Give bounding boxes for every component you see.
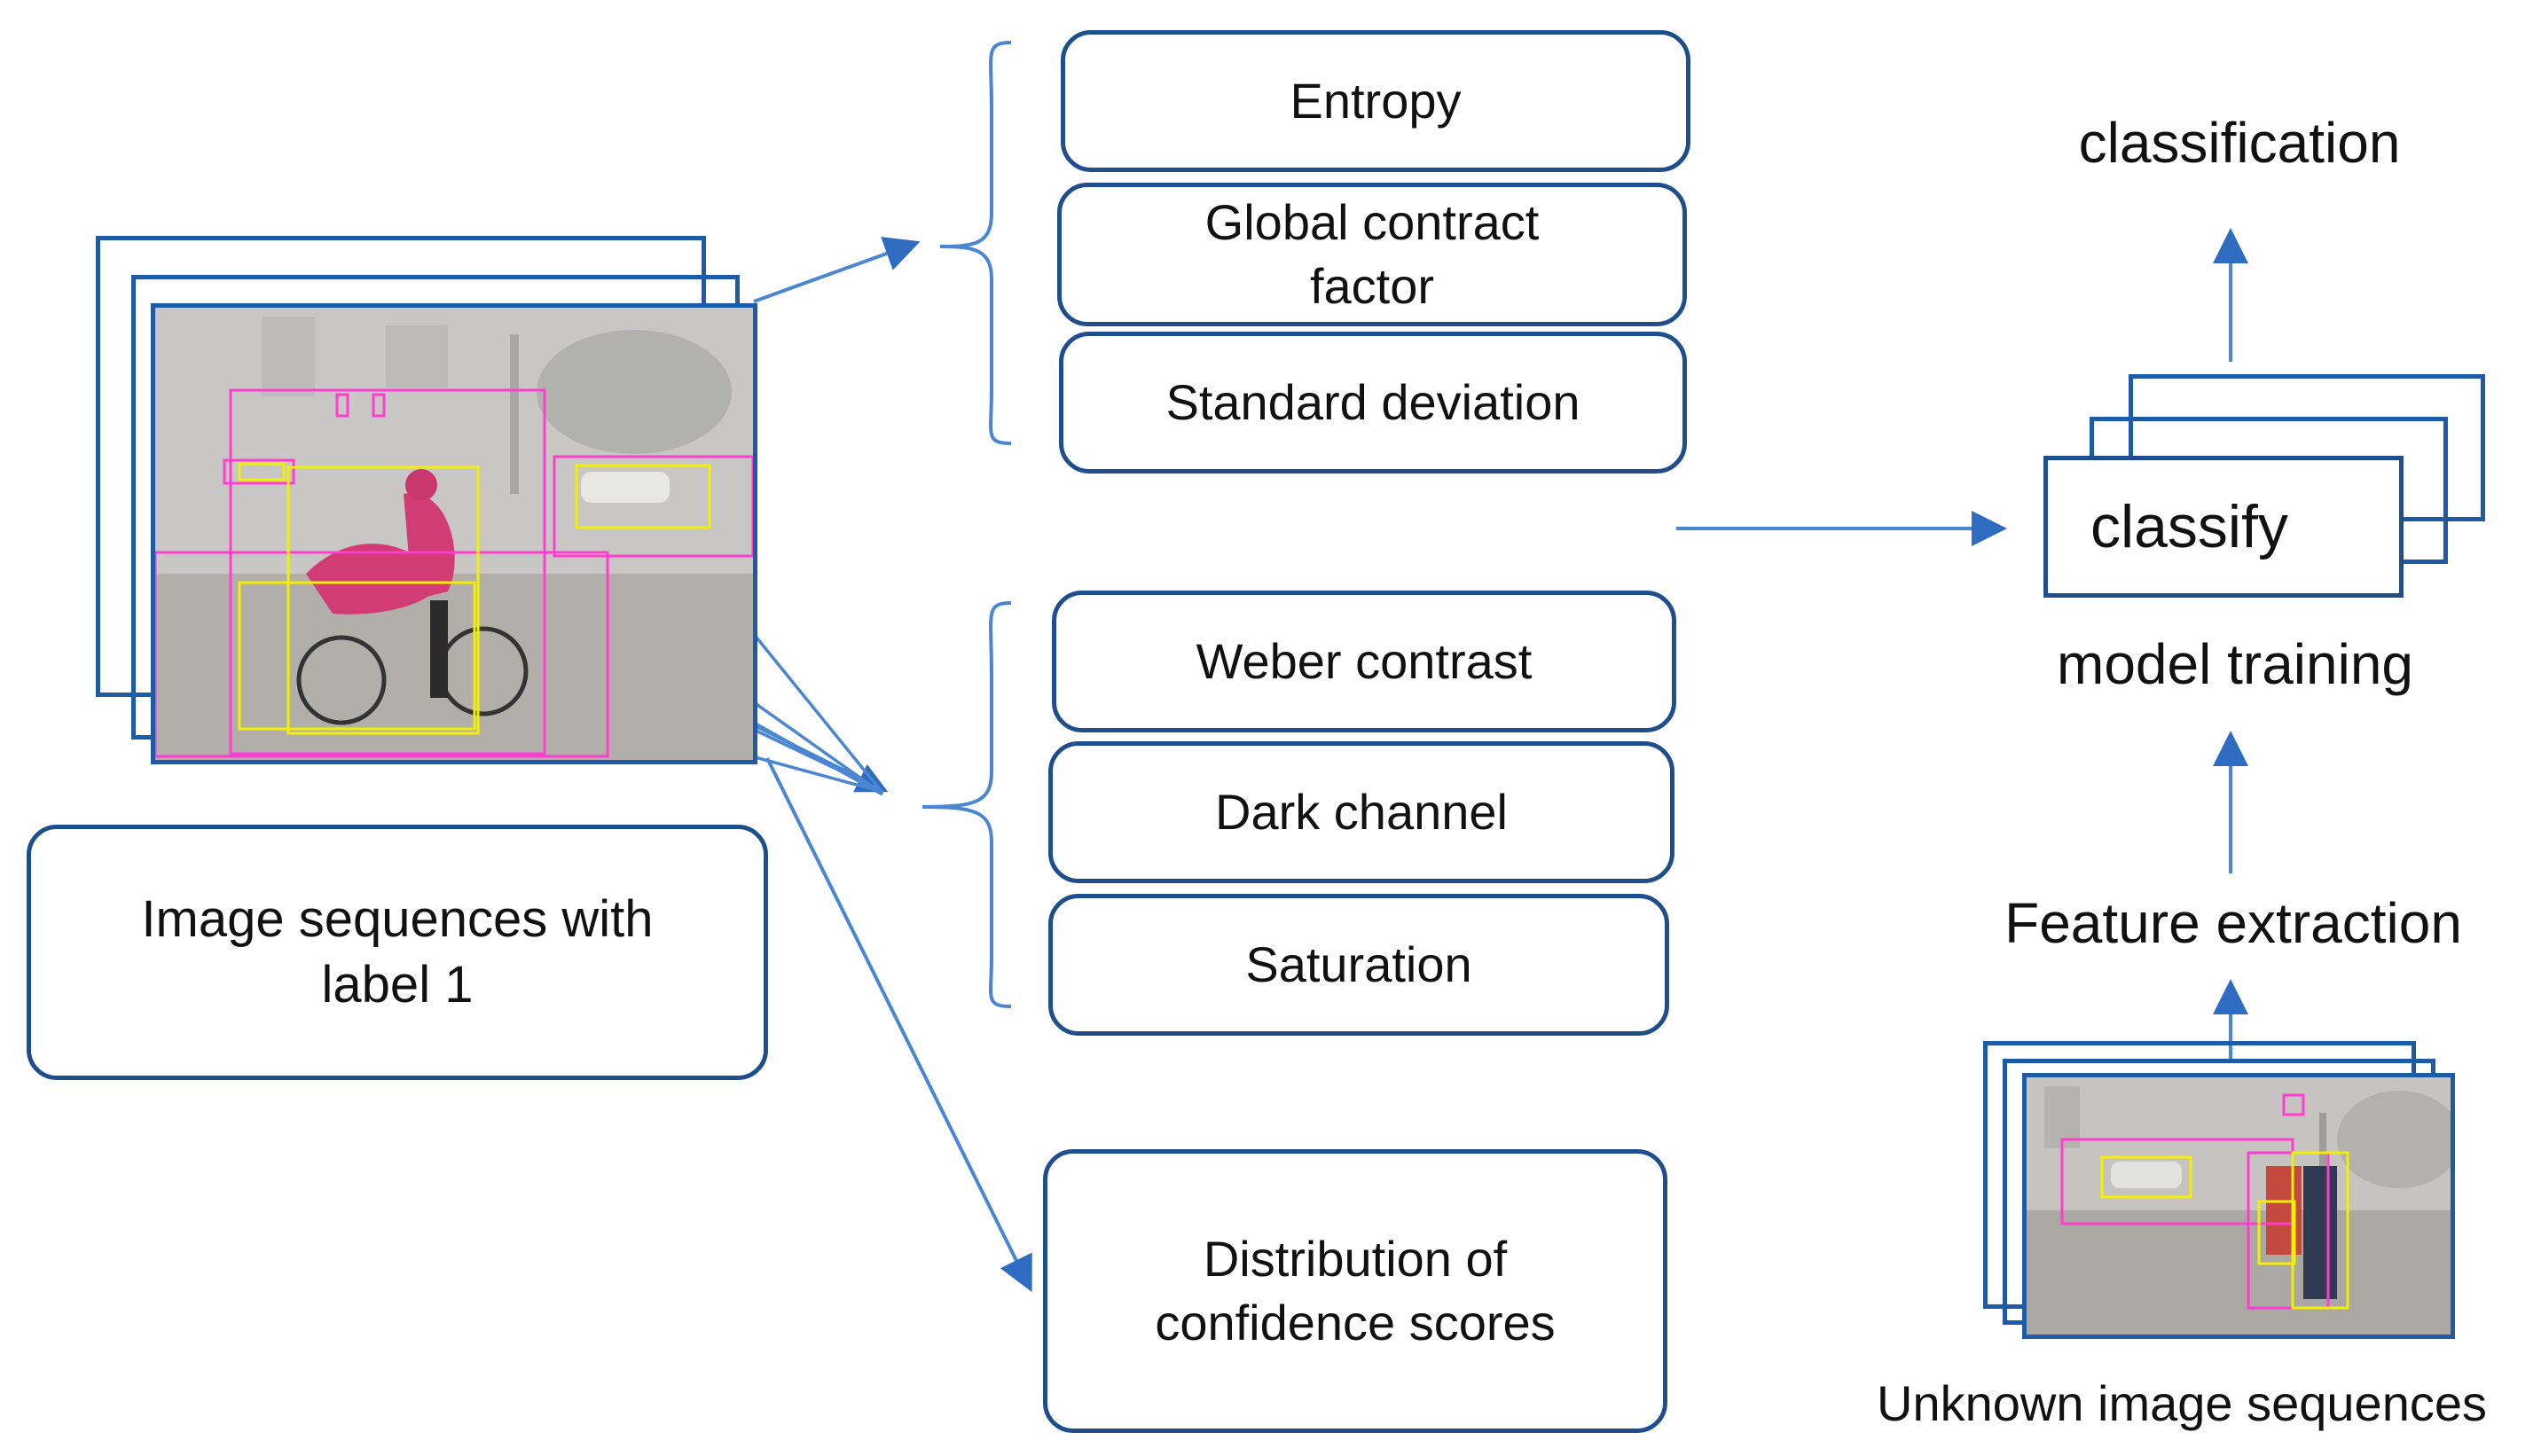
feature-box-weber-contrast: Weber contrast	[1052, 591, 1676, 732]
feature-extraction-label: Feature extraction	[2004, 891, 2462, 955]
feature-global-contract-line1: Global contract	[1204, 194, 1540, 251]
labeled-sequences-box: Image sequences with label 1	[27, 825, 768, 1080]
feature-box-global-contrast: Global contract factor	[1057, 183, 1687, 326]
classify-label: classify	[2090, 493, 2288, 560]
feature-box-dark-channel: Dark channel	[1048, 741, 1674, 883]
feature-box-entropy: Entropy	[1061, 30, 1690, 172]
feature-saturation: Saturation	[1245, 936, 1472, 993]
feature-standard-deviation: Standard deviation	[1165, 374, 1580, 431]
unknown-street-photo	[2022, 1073, 2455, 1339]
model-training-label: model training	[2057, 632, 2413, 696]
distribution-line1: Distribution of	[1203, 1231, 1508, 1288]
foggy-street-photo	[151, 303, 757, 764]
unknown-sequences-label: Unknown image sequences	[1877, 1375, 2487, 1431]
labeled-sequences-line2: label 1	[321, 956, 474, 1014]
feature-global-contract-line2: factor	[1309, 258, 1435, 314]
distribution-line2: confidence scores	[1155, 1295, 1556, 1350]
feature-box-distribution: Distribution of confidence scores	[1043, 1149, 1667, 1433]
brace-group1	[939, 41, 1012, 445]
feature-dark-channel: Dark channel	[1215, 784, 1508, 841]
brace-group2	[922, 601, 1012, 1008]
feature-box-standard-deviation: Standard deviation	[1059, 332, 1687, 474]
feature-entropy: Entropy	[1290, 73, 1462, 129]
unknown-photo-content	[2027, 1077, 2451, 1335]
feature-weber-contrast: Weber contrast	[1196, 633, 1533, 690]
classification-label: classification	[2078, 111, 2401, 175]
feature-box-saturation: Saturation	[1048, 894, 1669, 1036]
photo-content	[155, 308, 753, 760]
labeled-sequences-line1: Image sequences with	[141, 889, 654, 948]
classify-card-front: classify	[2043, 456, 2404, 598]
